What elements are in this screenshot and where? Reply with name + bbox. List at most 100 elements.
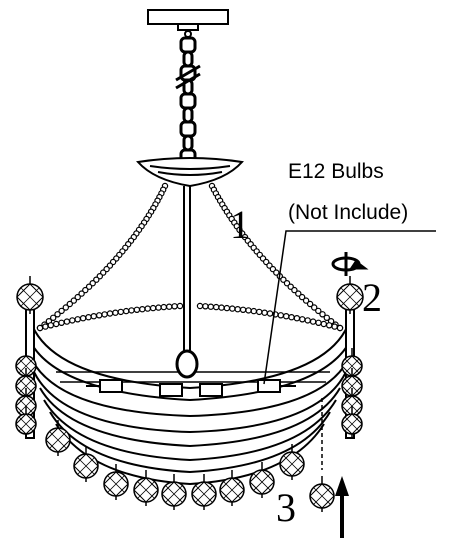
- crystal: [341, 348, 363, 380]
- step-3-label: 3: [276, 485, 296, 530]
- bead: [234, 306, 241, 313]
- bead: [261, 309, 268, 316]
- bead: [331, 323, 338, 330]
- top-cup: [136, 157, 244, 360]
- bead: [42, 323, 49, 330]
- bead: [319, 311, 326, 318]
- rotate-arrow-icon: [331, 252, 369, 276]
- bead: [74, 293, 81, 301]
- bead: [171, 303, 178, 310]
- crystal: [45, 420, 71, 456]
- crystal: [73, 446, 99, 482]
- bead: [47, 322, 55, 329]
- bead: [95, 312, 103, 319]
- crystal: [161, 474, 187, 510]
- bead: [58, 319, 65, 326]
- bead: [117, 308, 125, 316]
- chain-link: [182, 106, 194, 124]
- crystal-drops: [15, 276, 364, 512]
- up-arrow-icon: [335, 476, 349, 538]
- bead: [311, 304, 318, 311]
- bulb-holders: [86, 379, 296, 397]
- chain-link: [182, 134, 194, 152]
- bead: [239, 306, 247, 313]
- bead: [304, 317, 311, 324]
- crystal: [341, 406, 363, 438]
- bead: [326, 322, 333, 329]
- chain-link: [179, 36, 197, 54]
- bead: [315, 307, 322, 315]
- crystal: [133, 470, 159, 506]
- bead: [299, 316, 306, 323]
- bead: [165, 303, 173, 310]
- crystal: [15, 406, 37, 438]
- bead: [196, 302, 204, 310]
- callout-bulbs-line1: E12 Bulbs: [288, 160, 384, 183]
- bead: [309, 318, 317, 325]
- bead: [36, 324, 44, 332]
- bead: [212, 303, 220, 311]
- crystal: [103, 464, 129, 500]
- bead: [245, 307, 252, 314]
- crystal: [309, 476, 335, 512]
- bead: [298, 293, 306, 301]
- bead: [302, 297, 310, 304]
- bead: [293, 315, 301, 322]
- bead: [291, 286, 298, 294]
- bead: [69, 317, 76, 324]
- bead: [336, 324, 344, 332]
- bead: [229, 305, 236, 312]
- crystal: [249, 462, 275, 498]
- bead: [79, 315, 87, 322]
- bead: [90, 313, 98, 320]
- bead: [78, 290, 85, 297]
- bead: [266, 310, 274, 317]
- bead: [256, 308, 263, 316]
- bead-chains: [36, 182, 344, 332]
- callout-bulbs-line2: (Not Include): [288, 201, 409, 224]
- chain-link: [182, 50, 194, 68]
- bead: [50, 314, 57, 321]
- bead: [320, 320, 327, 328]
- crystal: [336, 276, 364, 314]
- step-1-label: 1: [230, 202, 250, 247]
- bead: [58, 307, 65, 315]
- crystal: [16, 276, 44, 314]
- bead: [101, 311, 108, 318]
- bead: [85, 314, 92, 321]
- chain-link: [179, 92, 197, 110]
- bead: [139, 306, 146, 313]
- bead: [315, 319, 322, 326]
- hanging-chain: [179, 36, 197, 166]
- bead: [288, 314, 295, 321]
- bead: [128, 307, 135, 314]
- bead: [176, 302, 184, 310]
- chain-link: [179, 120, 197, 138]
- bead: [106, 310, 114, 317]
- bead: [112, 309, 119, 316]
- crystal: [219, 470, 245, 506]
- bead: [63, 318, 71, 325]
- bead: [82, 286, 89, 294]
- bead: [74, 316, 81, 323]
- bead: [306, 300, 314, 308]
- bead: [54, 311, 61, 318]
- bead: [66, 300, 74, 308]
- bead: [133, 306, 141, 313]
- center-ring: [175, 349, 199, 379]
- ceiling-canopy: [147, 9, 229, 38]
- bead: [62, 304, 70, 311]
- bead: [160, 303, 167, 311]
- bead: [250, 307, 257, 315]
- bead: [277, 312, 284, 319]
- chain-cut-mark: [175, 64, 201, 90]
- step-2-label: 2: [362, 275, 382, 320]
- bead: [283, 280, 291, 287]
- bead: [85, 283, 93, 290]
- bead: [295, 290, 302, 297]
- bead: [207, 303, 214, 310]
- bead: [223, 304, 231, 312]
- bead: [144, 305, 151, 312]
- bead: [149, 304, 157, 312]
